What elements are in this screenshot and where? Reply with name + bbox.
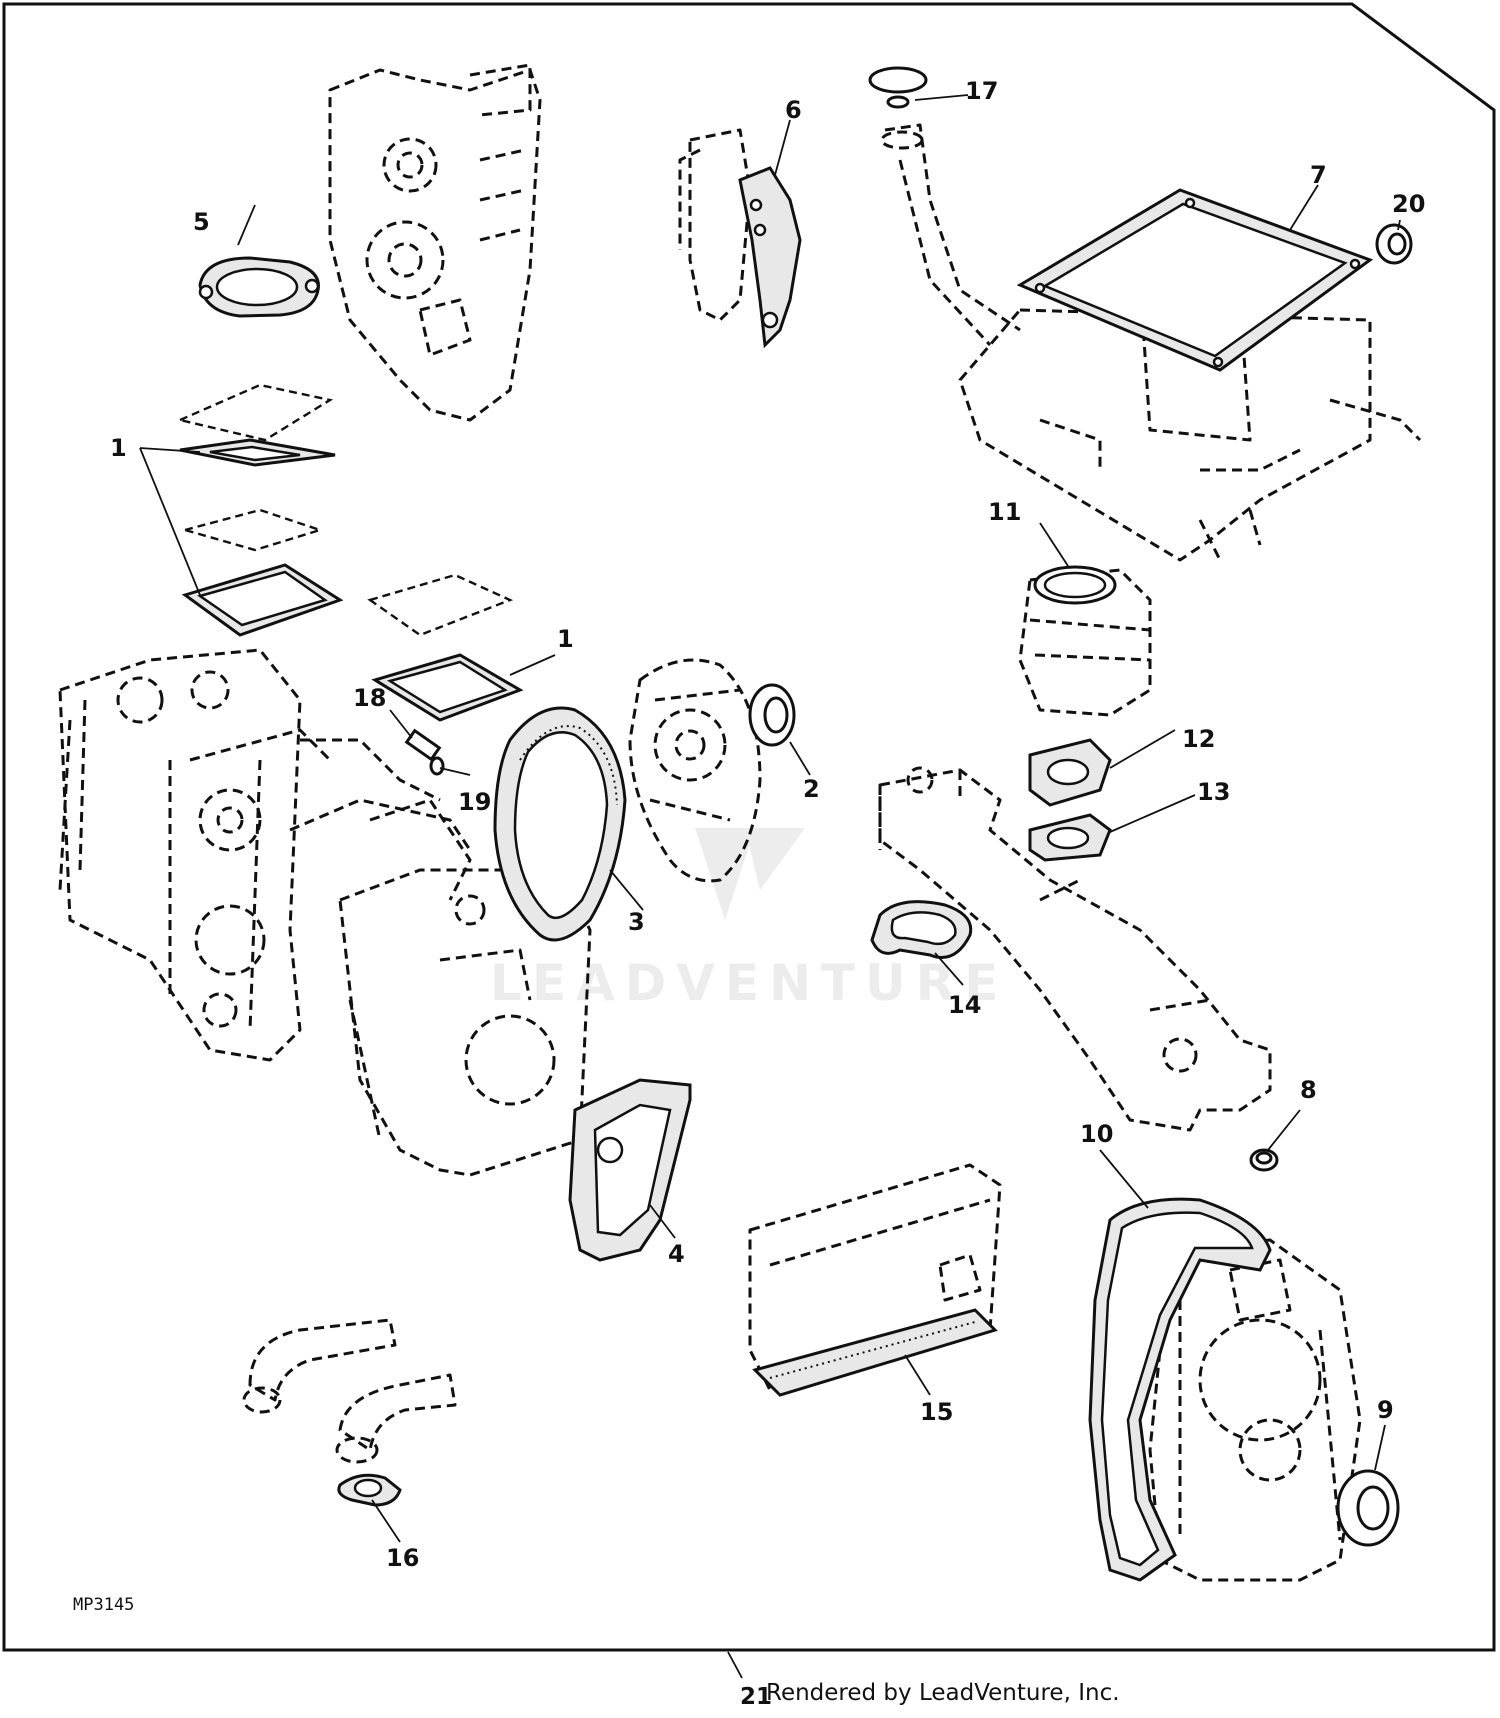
seal-20	[1375, 223, 1413, 265]
callout-16: 16	[386, 1544, 419, 1572]
side-cover	[748, 1163, 1002, 1392]
engine-block	[58, 648, 592, 1177]
callout-8: 8	[1300, 1076, 1317, 1104]
gasket-3	[493, 706, 627, 942]
oil-filler-tube	[868, 66, 1021, 347]
gasket-4	[568, 1078, 692, 1262]
rendered-by-credit: Rendered by LeadVenture, Inc.	[766, 1680, 1120, 1706]
gasket-16	[337, 1473, 402, 1507]
gasket-10	[1088, 1197, 1272, 1582]
callout-2: 2	[803, 775, 820, 803]
callout-10: 10	[1080, 1120, 1113, 1148]
seal-9	[1336, 1469, 1400, 1547]
callout-11: 11	[988, 498, 1021, 526]
front-plate	[628, 658, 762, 883]
watermark-logo	[695, 828, 805, 920]
callout-17: 17	[965, 77, 998, 105]
gasket-15	[752, 1308, 998, 1397]
sheet-tick	[727, 1651, 743, 1679]
flywheel-housing	[1148, 1238, 1362, 1582]
callout-15: 15	[920, 1398, 953, 1426]
gasket-5	[198, 256, 320, 318]
coolant-hose-upper	[242, 1318, 397, 1414]
timing-gear-housing	[328, 63, 542, 422]
coolant-hose-lower	[335, 1373, 457, 1464]
callout-6: 6	[785, 96, 802, 124]
gasket-14	[870, 900, 973, 959]
water-pump-cover	[678, 128, 752, 322]
gasket-set-1-upper	[176, 383, 344, 637]
callout-3: 3	[628, 908, 645, 936]
callout-5: 5	[193, 208, 210, 236]
o-ring-19	[429, 756, 445, 776]
callout-1-upper: 1	[110, 434, 127, 462]
callout-19: 19	[458, 788, 491, 816]
callout-1-lower: 1	[557, 625, 574, 653]
bushing-8	[1249, 1148, 1279, 1172]
callout-18: 18	[353, 684, 386, 712]
gasket-6	[738, 166, 802, 349]
callout-20: 20	[1392, 190, 1425, 218]
seal-2	[748, 683, 796, 747]
gasket-12	[1028, 738, 1112, 807]
callout-9: 9	[1377, 1396, 1394, 1424]
oil-pan-gasket-7	[1016, 188, 1374, 372]
callout-14: 14	[948, 991, 981, 1019]
figure-code: MP3145	[73, 1595, 134, 1615]
gasket-11	[1033, 565, 1117, 605]
dowel-18	[404, 728, 442, 762]
oil-pan	[958, 278, 1422, 562]
callout-13: 13	[1197, 778, 1230, 806]
callout-7: 7	[1310, 161, 1327, 189]
callout-12: 12	[1182, 725, 1215, 753]
watermark-text: LEADVENTURE	[490, 954, 1008, 1012]
thermostat-housing	[1018, 568, 1152, 717]
water-manifold	[878, 766, 1272, 1132]
diagram-frame	[2, 2, 1496, 1652]
sheet-number: 21	[740, 1684, 773, 1710]
callout-4: 4	[668, 1240, 685, 1268]
gasket-13	[1028, 813, 1112, 862]
gasket-set-1-lower	[367, 573, 524, 722]
leader-lines	[139, 94, 1401, 1543]
